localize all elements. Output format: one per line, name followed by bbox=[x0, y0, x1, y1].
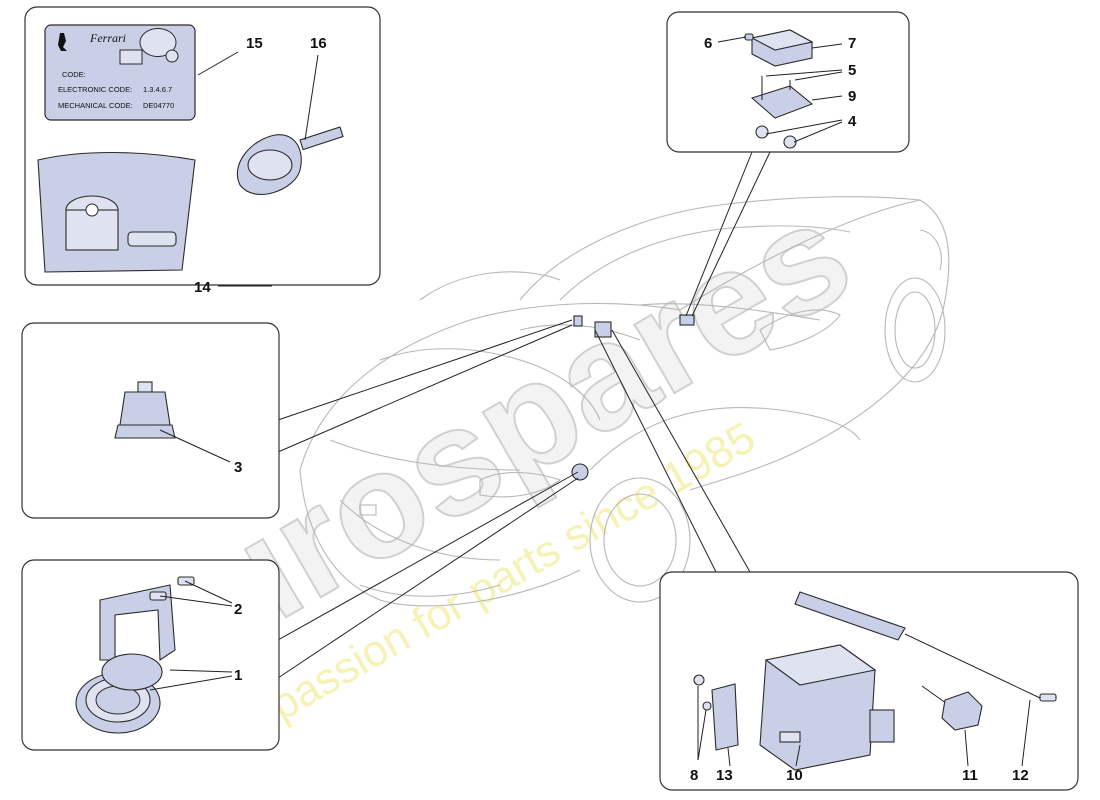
code-plate: Ferrari CODE: ELECTRONIC CODE: 1.3.4.6.7… bbox=[44, 24, 196, 121]
button-sensor bbox=[921, 685, 983, 731]
callout-6: 6 bbox=[704, 35, 712, 52]
siren-unit bbox=[75, 653, 163, 734]
callout-10: 10 bbox=[786, 767, 803, 784]
key-shape-icon bbox=[139, 28, 177, 57]
plate-mechanical-label: MECHANICAL CODE: bbox=[58, 101, 133, 110]
callout-4: 4 bbox=[848, 113, 857, 130]
callout-8: 8 bbox=[690, 767, 698, 784]
panel-module: 6 7 5 9 4 bbox=[666, 11, 910, 153]
panel-siren: 2 1 bbox=[21, 559, 280, 751]
panel-key-set: Ferrari CODE: ELECTRONIC CODE: 1.3.4.6.7… bbox=[24, 6, 381, 296]
callout-5: 5 bbox=[848, 62, 856, 79]
callout-1: 1 bbox=[234, 667, 242, 684]
callout-9: 9 bbox=[848, 88, 856, 105]
volumetric-sensor bbox=[114, 381, 176, 439]
control-unit bbox=[759, 644, 895, 771]
callout-15: 15 bbox=[246, 35, 263, 52]
callout-2: 2 bbox=[234, 601, 242, 618]
car-part-markers bbox=[571, 314, 695, 481]
plate-brand: Ferrari bbox=[89, 31, 126, 45]
module-marker bbox=[679, 314, 695, 326]
plate-mechanical-value: DE04770 bbox=[143, 101, 174, 110]
lock-kit-bag bbox=[37, 151, 196, 273]
callout-7: 7 bbox=[848, 35, 856, 52]
callout-12: 12 bbox=[1012, 767, 1029, 784]
clip bbox=[711, 683, 739, 751]
key-fob bbox=[236, 126, 344, 195]
nuts bbox=[693, 674, 712, 711]
callout-13: 13 bbox=[716, 767, 733, 784]
siren-marker bbox=[571, 463, 589, 481]
plate-electronic-value: 1.3.4.6.7 bbox=[143, 85, 172, 94]
plate-electronic-label: ELECTRONIC CODE: bbox=[58, 85, 132, 94]
plate-code-label: CODE: bbox=[62, 70, 86, 79]
panel-control-unit: 8 13 10 11 12 bbox=[659, 571, 1079, 791]
antenna bbox=[794, 591, 1057, 702]
module-bracket bbox=[750, 76, 814, 149]
callout-3: 3 bbox=[234, 459, 242, 476]
prancing-horse-icon bbox=[58, 33, 67, 51]
callout-16: 16 bbox=[310, 35, 327, 52]
alarm-module bbox=[744, 29, 814, 67]
car-outline bbox=[299, 196, 950, 607]
sensor-marker bbox=[573, 315, 583, 327]
panel-sensor: 3 bbox=[21, 322, 280, 519]
callout-11: 11 bbox=[962, 767, 978, 784]
leader-lines bbox=[277, 151, 771, 679]
callout-14: 14 bbox=[194, 279, 211, 296]
ecu-marker bbox=[594, 321, 612, 338]
